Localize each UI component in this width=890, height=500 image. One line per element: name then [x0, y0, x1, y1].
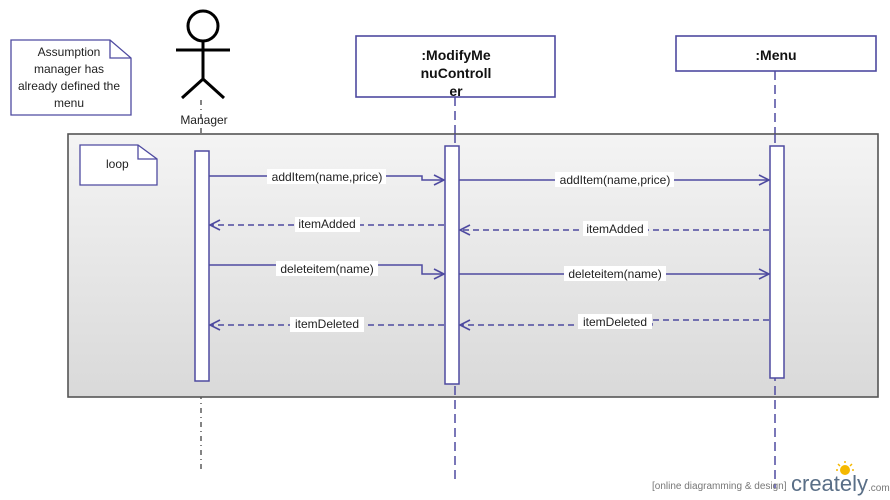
controller-header-line-2: nuControll [421, 65, 492, 81]
note-line-1: Assumption [38, 45, 101, 59]
menu-activation [769, 145, 785, 379]
message-additem-to-controller[interactable]: addItem(name,price) [209, 169, 444, 184]
message-deleteitem-to-controller[interactable]: deleteitem(name) [209, 261, 444, 276]
controller-activation [444, 145, 460, 385]
menu-header-label: :Menu [755, 47, 796, 63]
assumption-note: Assumption manager has already defined t… [10, 39, 132, 116]
note-line-2: manager has [34, 62, 104, 76]
message-label: itemAdded [586, 222, 643, 236]
note-line-3: already defined the [18, 79, 120, 93]
creately-watermark[interactable]: [online diagramming & design] creately .… [652, 461, 890, 496]
message-label: addItem(name,price) [272, 170, 383, 184]
sun-logo-icon [836, 461, 854, 475]
message-label: deleteitem(name) [568, 267, 661, 281]
controller-lifeline-header[interactable]: :ModifyMe nuControll er [355, 35, 556, 99]
message-label: itemDeleted [295, 317, 359, 331]
watermark-tld: .com [868, 483, 890, 494]
message-itemadded-to-manager[interactable]: itemAdded [210, 217, 444, 232]
message-label: addItem(name,price) [560, 173, 671, 187]
loop-label: loop [106, 157, 129, 171]
controller-header-line-3: er [449, 83, 463, 99]
message-itemadded-to-controller[interactable]: itemAdded [460, 221, 769, 236]
message-deleteitem-to-menu[interactable]: deleteitem(name) [459, 266, 769, 281]
loop-fragment[interactable] [67, 133, 879, 398]
controller-header-line-1: :ModifyMe [421, 47, 490, 63]
manager-activation [194, 150, 210, 382]
watermark-tagline: [online diagramming & design] [652, 481, 787, 492]
note-line-4: menu [54, 96, 84, 110]
message-itemdeleted-to-controller[interactable]: itemDeleted [460, 314, 769, 329]
message-additem-to-menu[interactable]: addItem(name,price) [459, 172, 769, 187]
message-itemdeleted-to-manager[interactable]: itemDeleted [210, 317, 444, 332]
watermark-brand: creately [791, 471, 868, 496]
loop-label-note: loop [79, 144, 158, 186]
manager-actor-icon[interactable] [176, 9, 230, 100]
message-label: itemAdded [298, 217, 355, 231]
message-label: deleteitem(name) [280, 262, 373, 276]
actor-label: Manager [180, 113, 227, 127]
message-label: itemDeleted [583, 315, 647, 329]
menu-lifeline-header[interactable]: :Menu [675, 35, 877, 72]
